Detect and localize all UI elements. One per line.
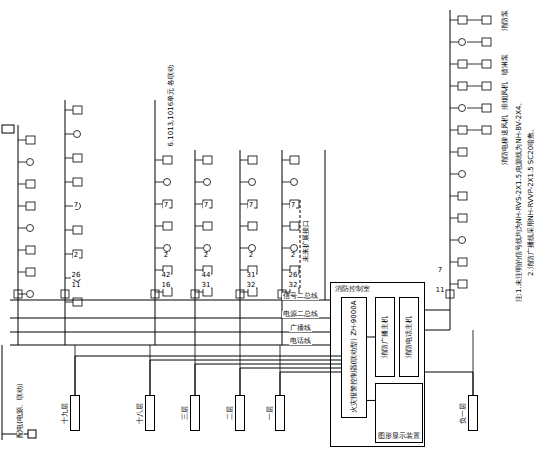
callout-number: 16 (161, 282, 172, 289)
equipment-box: 图形显示装置 (375, 383, 423, 443)
floor-terminal-box: 三层 (190, 395, 200, 431)
callout-number: 31 (201, 282, 212, 289)
note-text: 注:1.未注明的信号线均为NH-RVS-2X1.5,电源线为NH-BV-2X4。 (516, 97, 523, 303)
callout-number: 26 (288, 272, 299, 279)
callout-number: 44 (201, 272, 212, 279)
callout-number: 32 (288, 282, 299, 289)
bus-wire (280, 372, 341, 395)
bus-wire (75, 356, 341, 395)
bus-wire (195, 364, 341, 395)
bus-wire (150, 360, 341, 395)
callout-number: 26 (71, 272, 82, 279)
floor-label: 十八层 (137, 403, 144, 424)
callout-number: 2 (248, 252, 254, 259)
callout-number: 7 (437, 267, 443, 274)
equipment-box: 火灾报警控制器(联动型) ZH-9000A (341, 297, 367, 418)
callout-number: 广播线 (289, 325, 312, 332)
callout-number: 7 (73, 202, 79, 209)
floor-label: 一层 (267, 406, 274, 420)
floor-terminal-box: 二层 (235, 395, 245, 431)
callout-number: 7 (290, 202, 296, 209)
floor-terminal-box: 十九层 (70, 395, 80, 431)
note-text: 消防电梯 (502, 135, 509, 165)
callout-number: 电话线 (289, 338, 312, 345)
note-text: 排烟风机 (502, 80, 509, 110)
bus-wire (367, 337, 375, 338)
note-text: 喷淋泵 (502, 53, 509, 76)
note-text: 6.1013,1016单元 各联动 (168, 63, 175, 147)
equipment-box: 消防广播主机 (375, 297, 395, 377)
node-text: 火灾报警控制器(联动型) ZH-9000A (351, 301, 358, 414)
control-room-group: 消防控制室火灾报警控制器(联动型) ZH-9000A 消防广播主机 消防电话主机图形… (330, 282, 425, 447)
node-text: 消防广播主机 (382, 316, 389, 358)
callout-number: 2 (290, 252, 296, 259)
callout-number: 31 (246, 272, 257, 279)
callout-number: 42 (161, 272, 172, 279)
floor-terminal-box: 一层 (275, 395, 285, 431)
floor-terminal-box: 十八层 (145, 395, 155, 431)
callout-number: 2 (203, 252, 209, 259)
callout-number: 2 (73, 252, 79, 259)
floor-label: 负一层 (460, 403, 467, 424)
note-text: 配电(电源、联动) (17, 382, 24, 438)
floor-label: 二层 (227, 406, 234, 420)
bus-wire (240, 368, 341, 395)
callout-number: 11 (71, 282, 82, 289)
equipment-box: 消防电话主机 (399, 297, 419, 377)
callout-number: 11 (435, 287, 446, 294)
note-text: 消防泵 (502, 9, 509, 32)
bus-wire (367, 400, 375, 401)
callout-number: 2 (163, 252, 169, 259)
callout-number: 7 (163, 202, 169, 209)
node-text: 消防控制室 (335, 286, 370, 293)
note-text: 2.消防广播线采用NH-RVVP-2X1.5 SC20暗敷。 (528, 123, 535, 276)
floor-terminal-box: 负一层 (468, 395, 478, 431)
floor-label: 十九层 (62, 403, 69, 424)
callout-number: 7 (248, 202, 254, 209)
node-text: 消防电话主机 (406, 316, 413, 358)
callout-number: 信号二总线 (282, 293, 319, 300)
callout-number: 7 (203, 202, 209, 209)
note-text: 未来扩展接口 (303, 218, 310, 262)
bus-wire (425, 372, 473, 395)
callout-number: 32 (246, 282, 257, 289)
note-text: 送风机 (502, 114, 509, 137)
callout-number: 电源二总线 (282, 311, 319, 318)
floor-label: 三层 (182, 406, 189, 420)
node-text: 图形显示装置 (378, 433, 420, 440)
